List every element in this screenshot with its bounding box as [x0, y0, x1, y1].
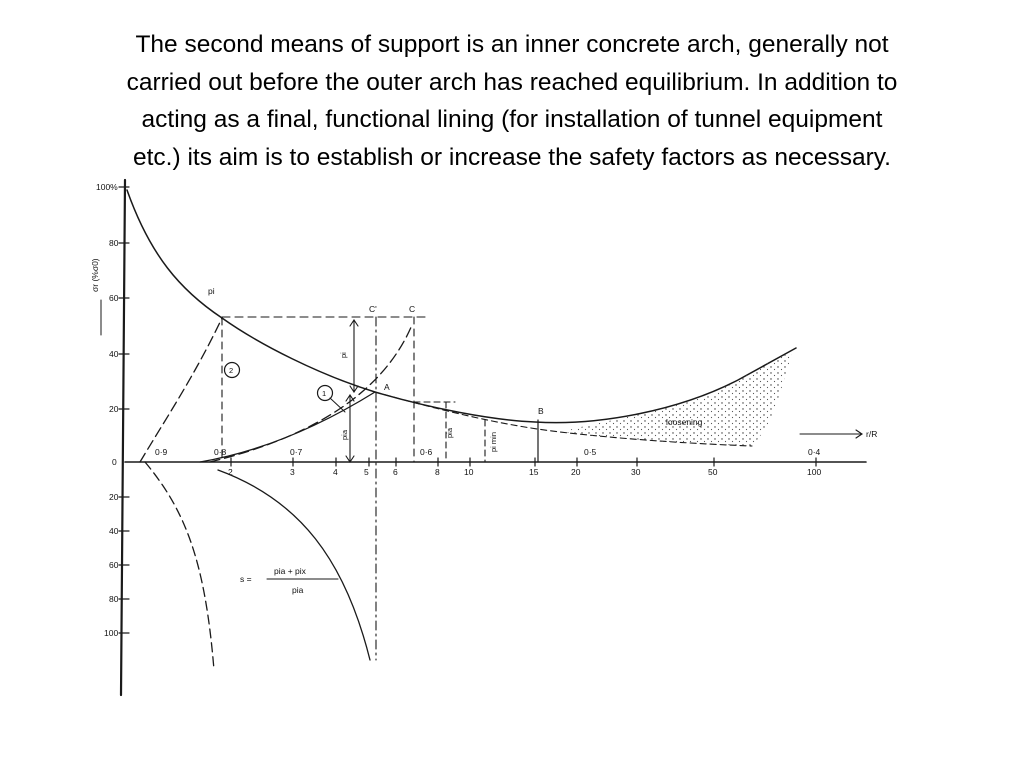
x-tick-30: 30 [631, 467, 641, 477]
x-tick-10: 10 [464, 467, 474, 477]
safety-denominator: pia [292, 585, 304, 595]
slide-line-3: acting as a final, functional lining (fo… [141, 106, 883, 133]
x-tick-4: 4 [333, 467, 338, 477]
ratio-label-07: 0·7 [290, 447, 303, 457]
ratio-label-09: 0·9 [155, 447, 168, 457]
x-tick-20: 20 [571, 467, 581, 477]
loosening-zone [560, 352, 792, 446]
y-tick-marks [118, 186, 130, 634]
y-tick-neg-40: 40 [109, 526, 119, 536]
y-axis-label: σr (%σ0) [90, 258, 100, 292]
y-tick-neg-80: 80 [109, 594, 119, 604]
slide-line-4: etc.) its aim is to establish or increas… [133, 143, 891, 171]
ratio-label-04: 0·4 [808, 447, 821, 457]
x-tick-15: 15 [529, 467, 539, 477]
y-tick-neg-100: 100 [104, 628, 118, 638]
point-a: A [384, 382, 390, 392]
y-tick-40: 40 [109, 349, 119, 359]
support-curve-1 [199, 391, 376, 463]
x-tick-6: 6 [393, 467, 398, 477]
y-tick-0: 0 [112, 457, 117, 467]
point-c-prime: C' [369, 304, 377, 314]
x-axis-label: r/R [866, 429, 877, 439]
pia-label-2: pia [445, 427, 454, 438]
slide-line-1: The second means of support is an inner … [135, 31, 889, 58]
support-curve-2 [139, 317, 223, 463]
slide-paragraph: The second means of support is an inner … [40, 26, 984, 176]
point-b: B [538, 406, 544, 416]
lower-curve-right [217, 469, 371, 661]
safety-numerator: pia + pix [274, 566, 307, 576]
marker-circle-2 [223, 361, 241, 379]
ratio-label-08: 0·8 [214, 447, 227, 457]
y-tick-100: 100% [96, 182, 118, 192]
x-tick-8: 8 [435, 467, 440, 477]
marker-1-label: 1 [322, 389, 326, 398]
safety-s-label: s = [240, 574, 252, 584]
x-tick-100: 100 [807, 467, 821, 477]
y-tick-20: 20 [109, 404, 119, 414]
slide-line-2: carried out before the outer arch has re… [126, 68, 898, 96]
y-axis [119, 178, 127, 697]
marker-circle-1 [316, 384, 334, 402]
x-tick-2: 2 [228, 467, 233, 477]
marker-2-label: 2 [229, 366, 233, 375]
pi-label: pi [339, 352, 348, 358]
y-tick-80: 80 [109, 238, 119, 248]
y-tick-neg-20: 20 [109, 492, 119, 502]
y-tick-60: 60 [109, 293, 119, 303]
pimin-label: pi min [489, 432, 498, 452]
pia-label: pia [340, 429, 349, 440]
support-curve-c [209, 324, 413, 463]
x-tick-3: 3 [290, 467, 295, 477]
curve-label-pi: pi [208, 286, 215, 296]
point-c: C [409, 304, 415, 314]
x-tick-50: 50 [708, 467, 718, 477]
ratio-label-06: 0·6 [420, 447, 433, 457]
lower-dashed-curve-left [144, 461, 215, 671]
y-tick-neg-60: 60 [109, 560, 119, 570]
ground-reaction-curve [126, 189, 797, 424]
x-tick-marks [230, 457, 817, 467]
ratio-label-05: 0·5 [584, 447, 597, 457]
loosening-label: loosening [666, 417, 703, 427]
x-tick-5: 5 [364, 467, 369, 477]
